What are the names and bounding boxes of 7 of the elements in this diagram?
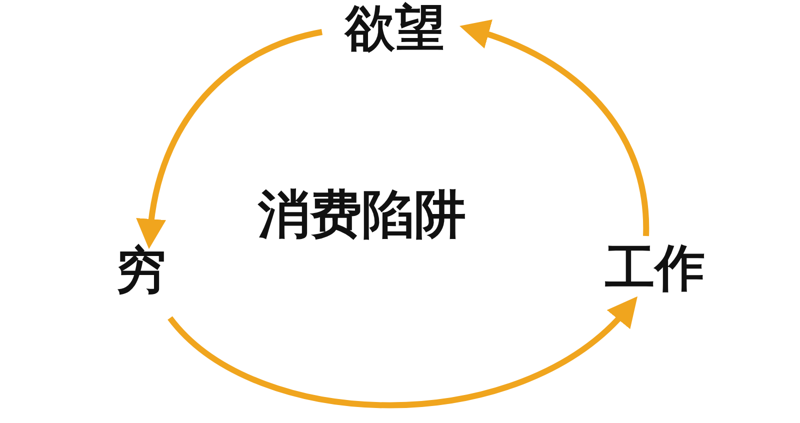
- curved-arrow: [460, 20, 649, 236]
- curved-arrow: [136, 29, 323, 249]
- cycle-label: 欲望: [325, 0, 465, 56]
- curved-arrow: [168, 297, 639, 408]
- center-title: 消费陷阱: [258, 185, 466, 245]
- cycle-label: 穷: [110, 242, 172, 302]
- cycle-label: 工作: [585, 240, 725, 300]
